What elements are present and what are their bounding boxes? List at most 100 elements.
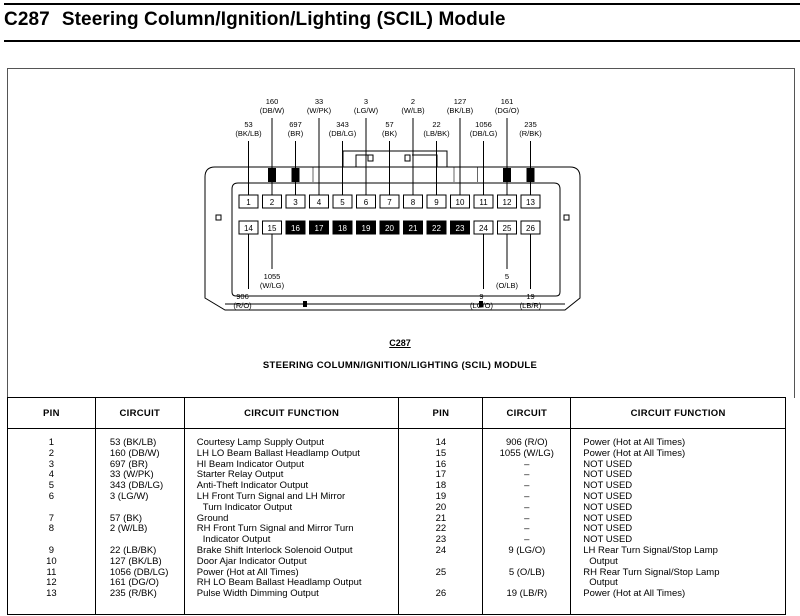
pin-cavity	[262, 220, 282, 235]
pin-21: 21	[403, 220, 423, 235]
wire-label-10: 127(BK/LB)	[447, 97, 474, 115]
pin-1: 1	[238, 194, 259, 209]
function-cell: NOT USED	[583, 491, 785, 503]
pin-cell: 4	[48, 469, 55, 481]
circuit-number: 53	[244, 120, 252, 129]
pin-cell: 18	[435, 480, 447, 492]
pin-number: 17	[315, 224, 324, 233]
pin-cell: 3	[48, 458, 55, 470]
circuit-number: 3	[364, 97, 368, 106]
pin-number: 10	[456, 198, 465, 207]
wire-color: (BK/LB)	[235, 129, 262, 138]
wire-label-11: 1056(DB/LG)	[470, 120, 498, 138]
function-cell: LH LO Beam Ballast Headlamp Output	[196, 447, 399, 460]
pin-number: 20	[385, 224, 394, 233]
circuit-cell: 22 (LB/BK)	[109, 544, 157, 556]
wire-label-6: 3(LG/W)	[354, 97, 379, 115]
pin-cell: 10	[46, 555, 57, 567]
keying-frame	[342, 150, 448, 167]
circuit-cell: 33 (W/PK)	[109, 469, 154, 481]
keying-tab-right	[404, 154, 411, 162]
function-text: Power (Hot at All Times)	[583, 447, 686, 459]
pin-number: 11	[479, 198, 488, 207]
wire-color: (BK/LB)	[447, 106, 474, 115]
pin-cell: 24	[435, 544, 447, 556]
circuit-number: 235	[524, 120, 537, 129]
pin-22: 22	[426, 220, 447, 235]
keying-tab-left	[367, 154, 374, 162]
function-text: Output	[589, 555, 618, 567]
circuit-cell: 160 (DB/W)	[109, 447, 160, 459]
wire-label-12: 161(DG/O)	[495, 97, 520, 115]
pin-16: 16	[285, 220, 306, 235]
circuit-cell: –	[524, 490, 530, 502]
pin-number: 25	[503, 224, 512, 233]
pin-cavity	[309, 194, 329, 209]
function-text: Indicator Output	[202, 534, 271, 546]
pin-18: 18	[332, 220, 353, 235]
circuit-cell: 235 (R/BK)	[109, 588, 157, 600]
circuit-cell: –	[524, 501, 530, 513]
circuit-cell: –	[524, 458, 530, 470]
pin-24: 24	[473, 220, 494, 235]
pin-number: 22	[432, 224, 441, 233]
pin-cavity	[497, 220, 517, 235]
wire-color: (DB/LG)	[329, 129, 357, 138]
circuit-number: 1055	[264, 272, 281, 281]
circuit-cell: 57 (BK)	[109, 512, 143, 524]
pin-number: 15	[268, 224, 277, 233]
pin-number: 19	[362, 224, 371, 233]
function-cell: HI Beam Indicator Output	[197, 459, 399, 471]
pin-number: 8	[411, 198, 416, 207]
function-text: Pulse Width Dimming Output	[196, 588, 319, 600]
pin-cell: 1	[48, 437, 55, 448]
keying-inner-right	[412, 154, 438, 167]
wire-color: (O/LB)	[496, 281, 519, 290]
wire-label-4: 33(W/PK)	[307, 97, 332, 115]
function-cell: Power (Hot at All Times)	[197, 567, 399, 579]
function-cell: NOT USED	[583, 502, 785, 514]
function-text: NOT USED	[583, 523, 633, 535]
header-pin: PIN	[7, 397, 96, 429]
wire-color: (DB/W)	[260, 106, 285, 115]
circuit-number: 160	[266, 97, 279, 106]
circuit-cell: 5 (O/LB)	[508, 566, 545, 578]
function-text: Power (Hot at All Times)	[583, 588, 686, 600]
wire-label-25: 5(O/LB)	[496, 272, 519, 290]
pin-number: 6	[364, 198, 369, 207]
pin-cell: 26	[435, 588, 447, 600]
circuit-cell: 127 (BK/LB)	[109, 555, 162, 567]
function-cell: Power (Hot at All Times)	[583, 437, 785, 449]
pin-cell: 12	[46, 577, 57, 589]
pin-19: 19	[356, 220, 376, 235]
pin-9: 9	[426, 194, 447, 209]
pin-10: 10	[450, 194, 470, 209]
pin-cell: 9	[48, 544, 55, 556]
function-text: LH LO Beam Ballast Headlamp Output	[196, 447, 360, 459]
circuit-cell: –	[524, 480, 530, 492]
wire-color: (DB/LG)	[470, 129, 498, 138]
circuit-number: 697	[289, 120, 302, 129]
pin-number: 14	[244, 224, 253, 233]
function-cell: NOT USED	[583, 458, 785, 471]
function-text: NOT USED	[583, 534, 633, 546]
connector-inner-face	[231, 182, 561, 297]
pin-cell: 25	[435, 566, 447, 578]
function-text: LH Front Turn Signal and LH Mirror	[196, 490, 346, 502]
function-text: Brake Shift Interlock Solenoid Output	[196, 544, 353, 556]
pin-13: 13	[520, 194, 541, 209]
function-text: NOT USED	[583, 458, 633, 470]
function-cell: NOT USED	[583, 470, 785, 481]
pin-7: 7	[379, 194, 400, 209]
wire-label-9: 22(LB/BK)	[423, 120, 450, 138]
function-cell: NOT USED	[583, 513, 785, 525]
circuit-cell: –	[524, 523, 530, 535]
wire-label-2: 160(DB/W)	[260, 97, 285, 115]
wire-color: (BR)	[288, 129, 304, 138]
function-text: Power (Hot at All Times)	[583, 437, 686, 448]
pin-cell: 6	[48, 490, 55, 502]
pin-cavity	[403, 194, 423, 209]
